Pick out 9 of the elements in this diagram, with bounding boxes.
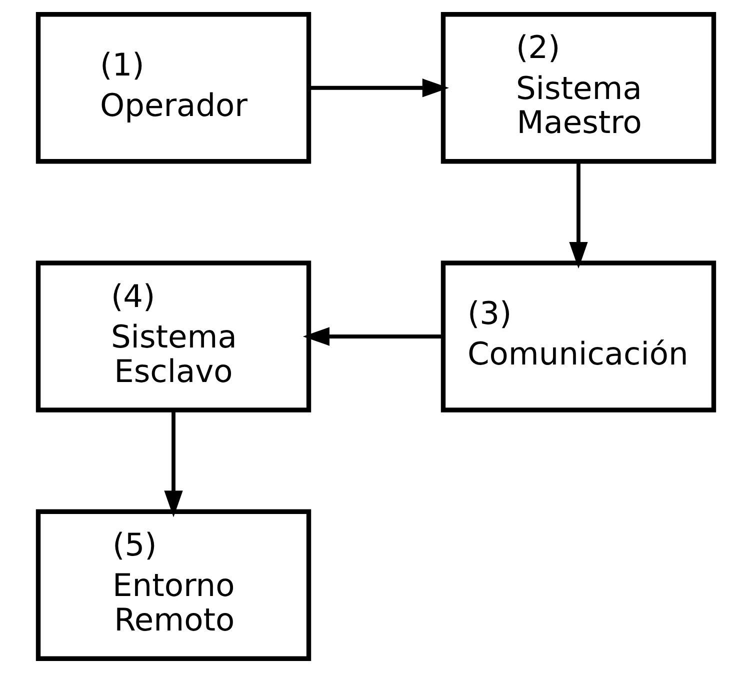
node-box: (4) Sistema Esclavo (36, 260, 312, 412)
arrow (164, 410, 183, 518)
arrow (308, 78, 450, 98)
node-box: (2) Sistema Maestro (440, 12, 716, 164)
arrow (569, 162, 588, 269)
node-box: (3) Comunicación (440, 260, 716, 412)
node-box: (5) Entorno Remoto (36, 509, 312, 661)
arrow (302, 327, 444, 346)
node-box: (1) Operador (36, 12, 312, 164)
